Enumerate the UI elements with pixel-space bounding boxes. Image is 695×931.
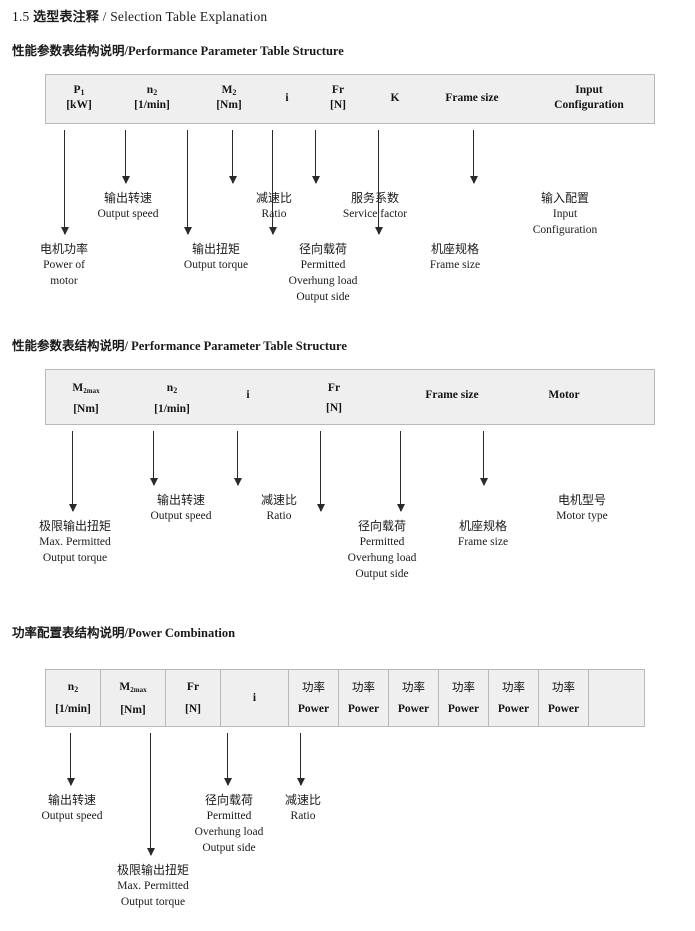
arrow-to-ratio-2	[233, 431, 242, 486]
annotation-permitted-overhung-load-3: 径向载荷 Permitted Overhung load Output side	[194, 793, 264, 854]
power-combination-table: n2 [1/min] M2max [Nm] Fr [N] i 功率 Power …	[45, 669, 645, 727]
arrow-to-service-factor	[311, 130, 320, 184]
annotation-ratio-3: 减速比 Ratio	[284, 793, 322, 822]
table3-col-power-1: 功率 Power	[289, 670, 339, 726]
table2-col-m2max: M2max [Nm]	[72, 382, 100, 415]
section-2-heading-english: Performance Parameter Table Structure	[131, 339, 347, 353]
annotation-output-speed: 输出转速 Output speed	[97, 191, 159, 220]
arrow-to-ratio	[228, 130, 237, 184]
annotation-ratio-2: 减速比 Ratio	[260, 493, 298, 522]
arrow-to-frame-size	[374, 130, 383, 235]
arrow-to-max-permitted-output-torque-3	[146, 733, 155, 856]
table2-col-i: i	[246, 389, 250, 401]
table1-col-n2: n2 [1/min]	[134, 84, 170, 111]
title-chinese: 选型表注释	[33, 10, 100, 25]
arrow-to-frame-size-2	[396, 431, 405, 512]
table1-col-m2: M2 [Nm]	[216, 84, 242, 111]
section-3-heading-english: Power Combination	[128, 626, 236, 640]
arrow-to-power-of-motor	[60, 130, 69, 235]
section-heading-1: 性能参数表结构说明/Performance Parameter Table St…	[12, 40, 344, 59]
annotation-max-permitted-output-torque: 极限输出扭矩 Max. Permitted Output torque	[38, 519, 112, 564]
table1-col-frame-size: Frame size	[445, 92, 499, 104]
arrow-to-ratio-3	[296, 733, 305, 786]
table2-col-n2: n2 [1/min]	[154, 382, 190, 415]
section-1-heading-chinese: 性能参数表结构说明	[12, 43, 125, 58]
table3-col-power-5: 功率 Power	[489, 670, 539, 726]
table3-col-i: i	[221, 670, 289, 726]
arrow-to-permitted-overhung-load-3	[223, 733, 232, 786]
table3-col-m2max: M2max [Nm]	[101, 670, 166, 726]
table3-col-n2: n2 [1/min]	[46, 670, 101, 726]
section-heading-3: 功率配置表结构说明/Power Combination	[12, 622, 235, 641]
section-1-heading-separator: /	[124, 44, 128, 58]
annotation-frame-size-2: 机座规格 Frame size	[457, 519, 509, 548]
page-title: 1.5 选型表注释 / Selection Table Explanation	[12, 6, 267, 25]
annotation-permitted-overhung-load: 径向载荷 Permitted Overhung load Output side	[288, 242, 358, 303]
annotation-permitted-overhung-load-2: 径向载荷 Permitted Overhung load Output side	[347, 519, 417, 580]
table3-col-power-4: 功率 Power	[439, 670, 489, 726]
annotation-output-speed-3: 输出转速 Output speed	[41, 793, 103, 822]
section-heading-2: 性能参数表结构说明/ Performance Parameter Table S…	[12, 335, 347, 354]
arrow-to-output-speed	[121, 130, 130, 184]
section-3-heading-separator: /	[124, 626, 128, 640]
annotation-frame-size: 机座规格 Frame size	[429, 242, 481, 271]
section-2-heading-chinese: 性能参数表结构说明	[12, 338, 125, 353]
table3-col-power-3: 功率 Power	[389, 670, 439, 726]
table1-col-k: K	[390, 92, 400, 104]
arrow-to-output-torque	[183, 130, 192, 235]
table2-col-frame-size: Frame size	[425, 389, 479, 401]
table3-col-fr: Fr [N]	[166, 670, 221, 726]
title-english: Selection Table Explanation	[110, 9, 268, 24]
arrow-to-permitted-overhung-load	[268, 130, 277, 235]
table3-col-power-2: 功率 Power	[339, 670, 389, 726]
annotation-power-of-motor: 电机功率 Power of motor	[39, 242, 89, 287]
arrow-to-output-speed-3	[66, 733, 75, 786]
table2-col-fr: Fr [N]	[326, 382, 342, 414]
arrow-to-permitted-overhung-load-2	[316, 431, 325, 512]
arrow-to-output-speed-2	[149, 431, 158, 486]
annotation-output-speed-2: 输出转速 Output speed	[150, 493, 212, 522]
table3-col-power-6: 功率 Power	[539, 670, 589, 726]
performance-parameter-table-2: M2max [Nm] n2 [1/min] i Fr [N] Frame siz…	[45, 369, 655, 425]
annotation-max-permitted-output-torque-3: 极限输出扭矩 Max. Permitted Output torque	[116, 863, 190, 908]
table1-col-input-configuration: Input Configuration	[554, 84, 624, 111]
title-separator: /	[102, 9, 107, 24]
arrow-to-motor-type	[479, 431, 488, 486]
title-number: 1.5	[12, 9, 30, 24]
section-3-heading-chinese: 功率配置表结构说明	[12, 625, 125, 640]
annotation-input-configuration: 输入配置 Input Configuration	[532, 191, 598, 236]
annotation-ratio: 减速比 Ratio	[255, 191, 293, 220]
annotation-output-torque: 输出扭矩 Output torque	[183, 242, 249, 271]
section-2-heading-separator: /	[124, 339, 128, 353]
performance-parameter-table-1: P1 [kW] n2 [1/min] M2 [Nm] i Fr [N] K Fr…	[45, 74, 655, 124]
table1-col-p1: P1 [kW]	[66, 84, 92, 111]
annotation-service-factor: 服务系数 Service factor	[342, 191, 408, 220]
table1-col-i: i	[285, 92, 289, 104]
table2-col-motor: Motor	[548, 389, 580, 401]
arrow-to-input-configuration	[469, 130, 478, 184]
section-1-heading-english: Performance Parameter Table Structure	[128, 44, 344, 58]
annotation-motor-type: 电机型号 Motor type	[556, 493, 608, 522]
arrow-to-max-permitted-output-torque	[68, 431, 77, 512]
table1-col-fr: Fr [N]	[330, 84, 346, 111]
